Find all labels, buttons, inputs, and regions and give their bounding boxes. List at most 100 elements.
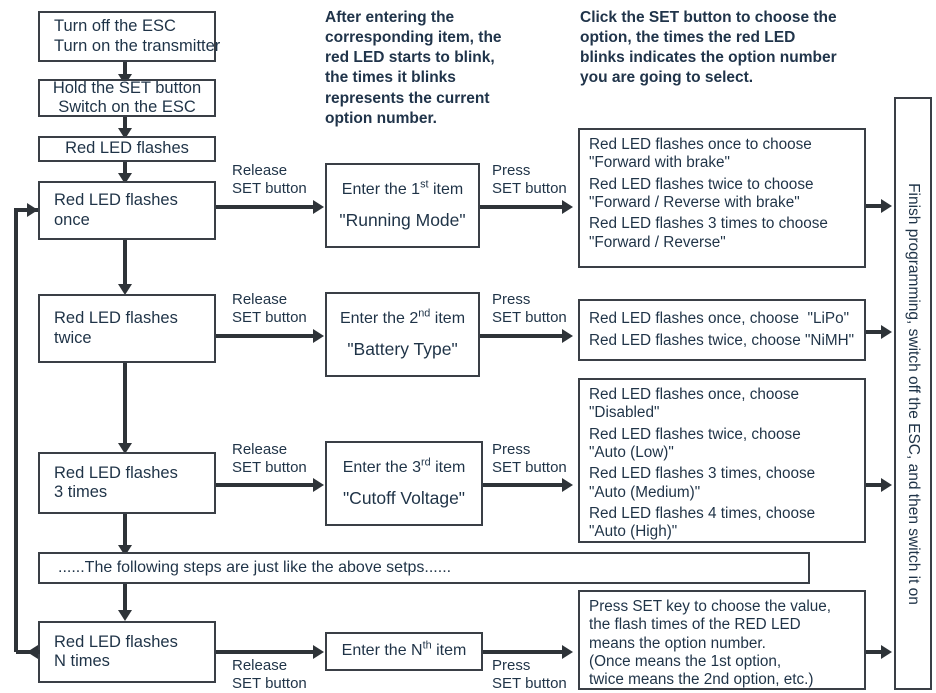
- arrow-label-release-2: Release SET button: [232, 291, 307, 326]
- step-n-line1: Red LED flashes: [54, 632, 178, 651]
- connector-three-to-item3: [216, 483, 316, 487]
- ellipsis-text: ......The following steps are just like …: [58, 558, 452, 576]
- step-box-flash-3-times: Red LED flashes 3 times: [38, 452, 216, 514]
- step-once-line2: once: [54, 210, 90, 229]
- step-power-line2: Turn on the transmitter: [54, 36, 221, 55]
- arrowhead-item1-to-options1: [562, 200, 573, 214]
- item2-ordinal: nd: [418, 307, 431, 320]
- connector-item3-to-options3: [483, 483, 568, 487]
- connector-flashes-to-once: [123, 162, 127, 175]
- item2-header: Enter the 2nd item: [339, 307, 466, 327]
- option-box-cutoff-voltage: Red LED flashes once, choose "Disabled" …: [578, 378, 866, 543]
- arrowhead-optionsN-to-finish: [881, 645, 892, 659]
- item3-name: "Cutoff Voltage": [342, 487, 466, 508]
- step-box-power: Turn off the ESC Turn on the transmitter: [38, 11, 220, 62]
- step-three-line2: 3 times: [54, 483, 108, 501]
- item-box-nth: Enter the Nth item: [325, 632, 483, 671]
- item-box-cutoff-voltage: Enter the 3rd item "Cutoff Voltage": [325, 441, 483, 526]
- arrowhead-once-to-item1: [313, 200, 324, 214]
- connector-power-to-hold: [123, 62, 127, 76]
- arrowhead-item2-to-options2: [562, 329, 573, 343]
- note-blink-meaning: After entering the corresponding item, t…: [325, 9, 502, 127]
- loop-arrowhead-into-once-box: [27, 203, 38, 217]
- arrowhead-hold-to-flashes: [118, 128, 132, 139]
- option-box-battery-type: Red LED flashes once, choose "LiPo" Red …: [578, 299, 866, 361]
- itemN-header: Enter the Nth item: [341, 639, 467, 660]
- finish-programming-bar: Finish programming, switch off the ESC, …: [894, 97, 932, 690]
- arrow-label-release-n: Release SET button: [232, 657, 307, 692]
- loop-vertical-segment: [14, 208, 18, 652]
- loop-top-segment: [14, 208, 38, 212]
- item1-ordinal: st: [420, 178, 429, 191]
- arrowhead-item3-to-options3: [562, 478, 573, 492]
- arrowhead-twice-to-item2: [313, 329, 324, 343]
- connector-three-to-ellipsis: [123, 514, 127, 550]
- arrowhead-three-to-item3: [313, 478, 324, 492]
- loop-arrowhead-into-n-box: [27, 645, 38, 659]
- step-once-line1: Red LED flashes: [54, 191, 178, 210]
- arrowhead-flashes-to-once: [118, 173, 132, 184]
- option-box-nth-item: Press SET key to choose the value, the f…: [578, 590, 866, 690]
- arrowhead-ellipsis-to-n: [118, 610, 132, 621]
- cutoff-option-1: Red LED flashes once, choose "Disabled": [589, 386, 800, 422]
- connector-ellipsis-to-n: [123, 584, 127, 614]
- arrow-label-release-3: Release SET button: [232, 441, 307, 476]
- step-box-led-flashes: Red LED flashes: [38, 136, 216, 162]
- arrowhead-options2-to-finish: [881, 325, 892, 339]
- connector-once-to-twice: [123, 240, 127, 288]
- running-mode-option-1: Red LED flashes once to choose "Forward …: [589, 136, 812, 172]
- item1-name: "Running Mode": [339, 209, 466, 230]
- battery-type-option-2: Red LED flashes twice, choose "NiMH": [589, 331, 855, 349]
- item-box-running-mode: Enter the 1st item "Running Mode": [325, 163, 480, 248]
- arrow-label-press-1: Press SET button: [492, 162, 567, 197]
- arrowhead-three-to-ellipsis: [118, 545, 132, 556]
- nth-item-option-text: Press SET key to choose the value, the f…: [589, 598, 832, 689]
- step-twice-line2: twice: [54, 328, 92, 347]
- item3-ordinal: rd: [420, 456, 431, 469]
- connector-hold-to-flashes: [123, 117, 127, 131]
- step-led-flashes-line1: Red LED flashes: [65, 139, 189, 158]
- step-box-flash-n-times: Red LED flashes N times: [38, 621, 216, 683]
- connector-twice-to-item2: [216, 334, 316, 338]
- battery-type-option-1: Red LED flashes once, choose "LiPo": [589, 310, 850, 328]
- note-select-option: Click the SET button to choose the optio…: [580, 9, 837, 87]
- connector-item1-to-options1: [480, 205, 568, 209]
- arrowhead-options1-to-finish: [881, 199, 892, 213]
- arrow-label-press-3: Press SET button: [492, 441, 567, 476]
- finish-programming-text: Finish programming, switch off the ESC, …: [905, 182, 922, 605]
- step-hold-line1: Hold the SET button: [52, 78, 202, 97]
- arrow-label-press-n: Press SET button: [492, 657, 567, 692]
- cutoff-option-4: Red LED flashes 4 times, choose "Auto (H…: [589, 505, 816, 541]
- arrowhead-twice-to-three: [118, 443, 132, 454]
- connector-options3-to-finish: [866, 483, 884, 487]
- step-power-line1: Turn off the ESC: [54, 17, 176, 36]
- cutoff-option-2: Red LED flashes twice, choose "Auto (Low…: [589, 425, 801, 462]
- item2-name: "Battery Type": [347, 338, 458, 359]
- step-hold-line2: Switch on the ESC: [58, 98, 196, 116]
- step-twice-line1: Red LED flashes: [54, 309, 178, 328]
- step-box-hold-set: Hold the SET button Switch on the ESC: [38, 79, 216, 117]
- arrow-label-release-1: Release SET button: [232, 162, 307, 197]
- option-box-running-mode: Red LED flashes once to choose "Forward …: [578, 128, 866, 268]
- connector-itemN-to-optionsN: [483, 650, 568, 654]
- running-mode-option-3: Red LED flashes 3 times to choose "Forwa…: [589, 215, 828, 251]
- arrowhead-once-to-twice: [118, 284, 132, 295]
- arrowhead-options3-to-finish: [881, 478, 892, 492]
- arrowhead-n-to-itemN: [313, 645, 324, 659]
- item3-header: Enter the 3rd item: [342, 456, 466, 476]
- cutoff-option-3: Red LED flashes 3 times, choose "Auto (M…: [589, 465, 816, 501]
- running-mode-option-2: Red LED flashes twice to choose "Forward…: [589, 175, 814, 212]
- connector-twice-to-three: [123, 363, 127, 448]
- step-box-ellipsis: ......The following steps are just like …: [38, 552, 810, 584]
- connector-item2-to-options2: [480, 334, 568, 338]
- step-n-line2: N times: [54, 652, 110, 670]
- connector-optionsN-to-finish: [866, 650, 884, 654]
- itemN-ordinal: th: [422, 639, 432, 652]
- arrowhead-itemN-to-optionsN: [562, 645, 573, 659]
- item1-header: Enter the 1st item: [341, 178, 464, 198]
- connector-n-to-itemN: [216, 650, 316, 654]
- step-three-line1: Red LED flashes: [54, 463, 178, 482]
- connector-options2-to-finish: [866, 330, 884, 334]
- step-box-flash-once: Red LED flashes once: [38, 181, 216, 240]
